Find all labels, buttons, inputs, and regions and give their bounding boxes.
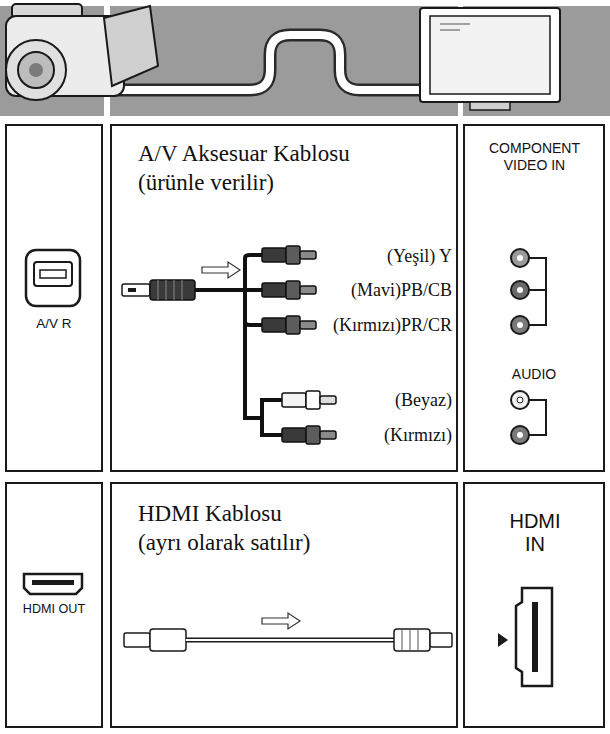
cable-cell: HDMI Kablosu (ayrı olarak satılır)	[110, 482, 458, 728]
direction-arrow	[262, 613, 300, 629]
cable-title: HDMI Kablosu (ayrı olarak satılır)	[138, 500, 324, 558]
rca-plug	[262, 281, 316, 299]
cable-branch	[245, 255, 262, 325]
hdmi-plug-tip	[430, 633, 452, 647]
jack-bracket	[529, 258, 546, 325]
input-name: AUDIO	[498, 366, 570, 383]
jack	[511, 316, 529, 334]
camcorder-lcd	[104, 6, 158, 86]
camcorder-lens-glass	[18, 52, 54, 88]
jack	[511, 281, 529, 299]
port-name: A/V R	[5, 316, 103, 332]
jack	[511, 249, 529, 267]
port-outline	[26, 250, 80, 306]
plug-color-label: (Mavi)PB/CB	[322, 280, 452, 302]
tv-icon	[420, 8, 560, 110]
camcorder-lens	[6, 40, 66, 100]
jack-hole	[517, 255, 523, 261]
multi-plug-mark	[128, 288, 136, 292]
port-slot	[32, 580, 74, 585]
hdmi-plug-body	[150, 629, 186, 651]
component-jacks	[511, 249, 546, 444]
multi-plug-body	[150, 280, 195, 300]
input-name: HDMI IN	[504, 510, 566, 556]
cable-squiggle	[108, 35, 458, 90]
plug-color-label: (Kırmızı)	[342, 425, 452, 447]
port-inner	[34, 262, 72, 286]
rca-plug	[282, 426, 336, 444]
camcorder-lens-center	[29, 63, 43, 77]
header-band	[0, 6, 610, 116]
jack-hole	[517, 287, 523, 293]
plug-grip	[158, 280, 182, 300]
jack-hole	[517, 432, 523, 438]
camcorder-icon	[6, 4, 158, 100]
jack-bracket	[529, 400, 546, 435]
plug-grip	[402, 629, 418, 651]
cable-wire	[186, 638, 394, 643]
port-name: HDMI OUT	[5, 602, 103, 617]
hdmi-in-port	[498, 588, 552, 686]
input-name: COMPONENT VIDEO IN	[472, 140, 597, 174]
cable-wire-core	[186, 639, 394, 641]
tv-stand	[470, 102, 510, 110]
tv-glare	[440, 24, 470, 30]
cable-wire	[195, 288, 245, 292]
rca-plug	[262, 316, 316, 334]
hdmi-cable	[124, 613, 452, 651]
tv-frame	[420, 8, 560, 102]
cable-title: A/V Aksesuar Kablosu (ürünle verilir)	[138, 140, 388, 198]
jack-hole	[517, 322, 523, 328]
port-outline	[24, 574, 82, 594]
jack-hole	[517, 397, 523, 403]
hdmi-out-port	[24, 574, 82, 594]
cable-cell: A/V Aksesuar Kablosu (ürünle verilir) (Ye…	[110, 124, 458, 472]
rca-plug	[262, 246, 316, 264]
direction-arrow	[202, 262, 240, 278]
audio-branch	[245, 320, 282, 435]
av-r-port	[26, 250, 80, 306]
hdmi-plug-tip	[124, 633, 150, 647]
multi-plug-tip	[122, 284, 150, 296]
port-outline	[516, 588, 552, 686]
av-cable	[122, 246, 336, 444]
rca-plug	[282, 391, 336, 409]
port-slot	[532, 602, 538, 672]
port-cell: A/V R	[5, 124, 103, 472]
tv-screen	[430, 16, 550, 94]
cable-squiggle-outline	[108, 35, 458, 90]
jack	[511, 426, 529, 444]
port-cell: HDMI OUT	[5, 482, 103, 728]
input-cell: HDMI IN	[463, 482, 605, 728]
plug-color-label: (Kırmızı)PR/CR	[322, 315, 452, 337]
plug-color-label: (Yeşil) Y	[322, 246, 452, 268]
plug-color-label: (Beyaz)	[342, 390, 452, 412]
jack	[511, 391, 529, 409]
port-slot	[40, 270, 66, 278]
input-cell: COMPONENT VIDEO IN AUDIO	[463, 124, 605, 472]
hdmi-plug-body	[394, 629, 430, 651]
port-marker	[498, 633, 508, 647]
